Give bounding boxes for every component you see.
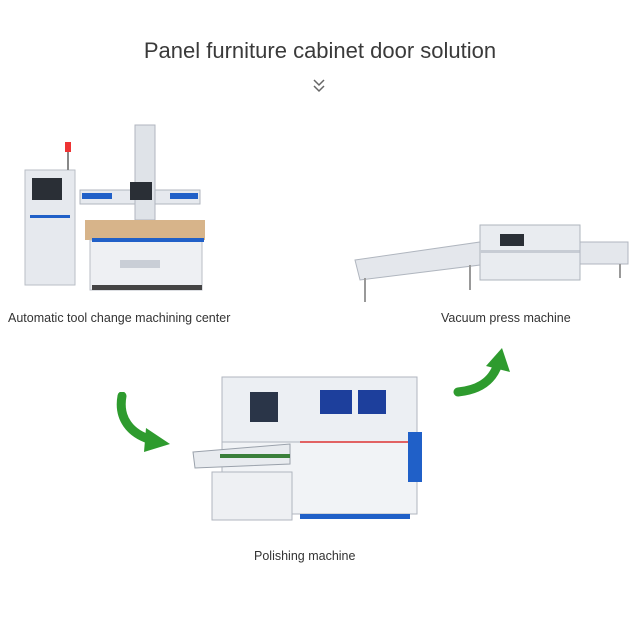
- curved-arrow-icon-right: [453, 348, 510, 397]
- machine-label-vacuum-press: Vacuum press machine: [441, 311, 571, 325]
- vacuum-press-image: [350, 220, 632, 305]
- curved-arrow-icon-left: [116, 392, 170, 452]
- machine-label-cnc: Automatic tool change machining center: [8, 311, 231, 325]
- double-chevron-down-icon: [313, 79, 325, 93]
- page-title: Panel furniture cabinet door solution: [143, 38, 497, 63]
- polishing-machine-image: [190, 372, 430, 530]
- cnc-machine-image: [20, 120, 220, 300]
- machine-label-polishing: Polishing machine: [254, 549, 356, 563]
